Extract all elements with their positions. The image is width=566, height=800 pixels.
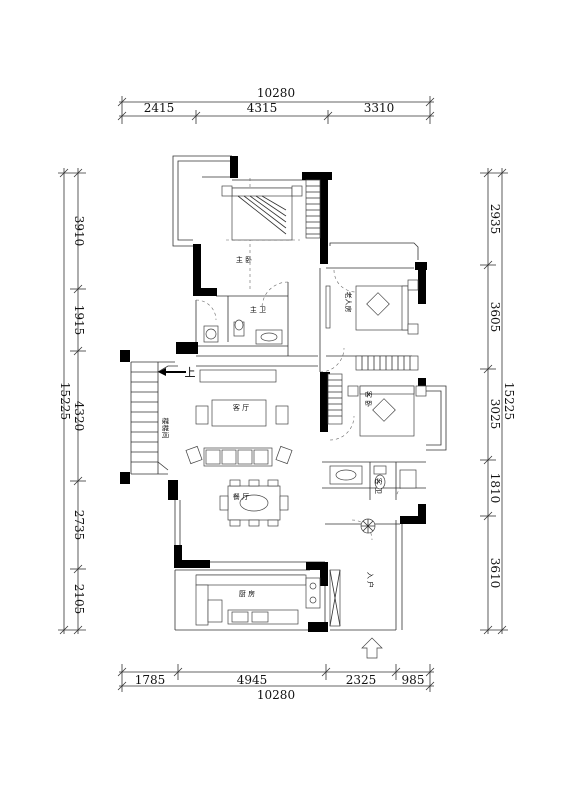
left-dimension-4: 2735 [72, 510, 86, 541]
right-dimension-3: 3025 [488, 399, 502, 430]
left-dimension-3: 4320 [72, 401, 86, 432]
left-dimension-chain: 15225 3910 1915 4320 2735 2105 [58, 168, 86, 635]
right-dimension-chain: 2935 3605 3025 1810 3610 15225 [480, 168, 516, 635]
left-dimension-1: 3910 [72, 216, 86, 247]
room-label-living-room: 客 厅 [233, 403, 249, 412]
right-dimension-1: 2935 [488, 204, 502, 235]
guest-bed [347, 385, 427, 437]
top-dimension-chain: 10280 2415 4315 3310 [117, 86, 435, 124]
bottom-dimension-1: 1785 [135, 673, 166, 687]
master-bed [221, 185, 303, 241]
room-label-elder-room: 老人房 [344, 292, 353, 313]
guest-bath-fixtures [329, 465, 417, 490]
top-dimension-2: 4315 [247, 101, 278, 115]
corridor-cabinet [325, 285, 331, 329]
entrance-arrow-icon [361, 637, 383, 659]
room-label-master-bedroom: 主 卧 [236, 255, 252, 264]
structural-walls [120, 156, 427, 632]
top-dimension-3: 3310 [364, 101, 395, 115]
up-arrow-icon [158, 368, 186, 376]
bottom-dimension-3: 2325 [346, 673, 377, 687]
room-label-kitchen: 厨 房 [239, 589, 255, 598]
dining-table-set [219, 479, 289, 527]
room-label-master-bath: 主 卫 [250, 305, 266, 314]
right-dimension-2: 3605 [488, 302, 502, 333]
room-label-entrance: 入 户 [366, 572, 375, 588]
bottom-dimension-4: 985 [402, 673, 425, 687]
living-room-sofa-set [185, 369, 293, 467]
kitchen-counter [195, 574, 321, 626]
master-wardrobe [305, 179, 321, 239]
stairs [131, 365, 178, 471]
master-bath-fixtures [203, 319, 283, 345]
bottom-dimension-chain: 1785 4945 2325 985 10280 [117, 664, 435, 702]
right-total-dimension: 15225 [502, 382, 516, 420]
right-dimension-5: 3610 [488, 558, 502, 589]
bottom-dimension-2: 4945 [237, 673, 268, 687]
guest-wardrobe [355, 355, 419, 371]
top-total-dimension: 10280 [257, 86, 295, 100]
room-label-guest-bath: 客 卫 [374, 478, 383, 494]
thin-outlines [130, 155, 447, 632]
left-dimension-5: 2105 [72, 584, 86, 615]
stair-side-cabinet [327, 373, 343, 425]
top-dimension-1: 2415 [144, 101, 175, 115]
bottom-total-dimension: 10280 [257, 688, 295, 702]
room-label-guest-bedroom: 客 卧 [364, 391, 373, 407]
stair-up-label: 上 [185, 366, 196, 379]
room-labels: 主 卧 主 卫 老人房 客 卧 客 卫 客 厅 餐 厅 楼梯间 厨 房 入 户 … [161, 255, 383, 598]
entrance-plant [360, 518, 376, 534]
room-label-stairwell: 楼梯间 [161, 418, 170, 439]
room-label-dining-room: 餐 厅 [233, 492, 249, 501]
entrance-shoe-cabinet [329, 569, 341, 627]
left-dimension-2: 1915 [72, 305, 86, 336]
right-dimension-4: 1810 [488, 473, 502, 504]
elder-room-bed [355, 279, 419, 335]
left-total-dimension: 15225 [58, 382, 72, 420]
